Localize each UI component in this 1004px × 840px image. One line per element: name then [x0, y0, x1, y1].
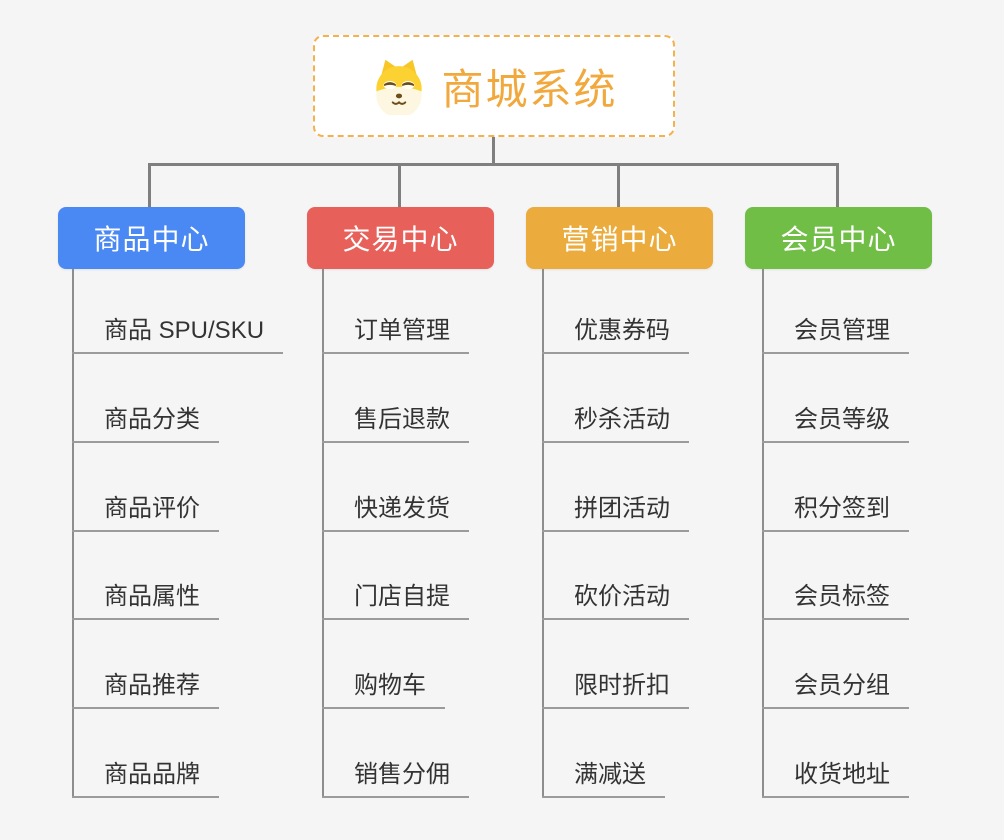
topic-item[interactable]: 商品 SPU/SKU [72, 310, 284, 354]
topic-item[interactable]: 满减送 [542, 754, 665, 798]
root-topic[interactable]: 商城系统 [313, 35, 675, 137]
topic-item[interactable]: 快递发货 [322, 488, 469, 532]
topic-item[interactable]: 订单管理 [322, 310, 469, 354]
topic-item[interactable]: 购物车 [322, 665, 445, 709]
branch-vertical-line [762, 269, 764, 798]
topic-item[interactable]: 销售分佣 [322, 754, 469, 798]
topic-item[interactable]: 商品分类 [72, 399, 219, 443]
root-topic-label: 商城系统 [441, 65, 618, 113]
connector-root-drop [492, 137, 495, 164]
topic-item[interactable]: 会员管理 [762, 310, 909, 354]
topic-item[interactable]: 秒杀活动 [542, 399, 689, 443]
connector-drop-2 [398, 163, 401, 207]
topic-item[interactable]: 商品推荐 [72, 665, 219, 709]
connector-drop-1 [148, 163, 151, 207]
branch-header-label: 营销中心 [561, 224, 678, 255]
connector-drop-4 [836, 163, 839, 207]
topic-item[interactable]: 商品评价 [72, 488, 219, 532]
topic-item[interactable]: 限时折扣 [542, 665, 689, 709]
topic-item[interactable]: 会员分组 [762, 665, 909, 709]
topic-item[interactable]: 收货地址 [762, 754, 909, 798]
topic-item[interactable]: 会员等级 [762, 399, 909, 443]
branch-vertical-line [542, 269, 544, 798]
branch-header-trade-center[interactable]: 交易中心 [307, 207, 494, 269]
dog-icon [376, 59, 423, 115]
topic-item[interactable]: 会员标签 [762, 576, 909, 620]
topic-item[interactable]: 积分签到 [762, 488, 909, 532]
topic-item[interactable]: 商品品牌 [72, 754, 219, 798]
topic-item[interactable]: 砍价活动 [542, 576, 689, 620]
topic-item[interactable]: 商品属性 [72, 576, 219, 620]
branch-header-label: 会员中心 [780, 224, 897, 255]
branch-header-label: 交易中心 [342, 224, 459, 255]
branch-vertical-line [322, 269, 324, 798]
branch-header-marketing-center[interactable]: 营销中心 [526, 207, 713, 269]
topic-item[interactable]: 优惠券码 [542, 310, 689, 354]
branch-header-member-center[interactable]: 会员中心 [745, 207, 932, 269]
topic-item[interactable]: 拼团活动 [542, 488, 689, 532]
branch-header-label: 商品中心 [93, 224, 210, 255]
branch-vertical-line [72, 269, 74, 798]
connector-bus [148, 163, 839, 166]
branch-header-product-center[interactable]: 商品中心 [58, 207, 245, 269]
topic-item[interactable]: 售后退款 [322, 399, 469, 443]
connector-drop-3 [617, 163, 620, 207]
topic-item[interactable]: 门店自提 [322, 576, 469, 620]
